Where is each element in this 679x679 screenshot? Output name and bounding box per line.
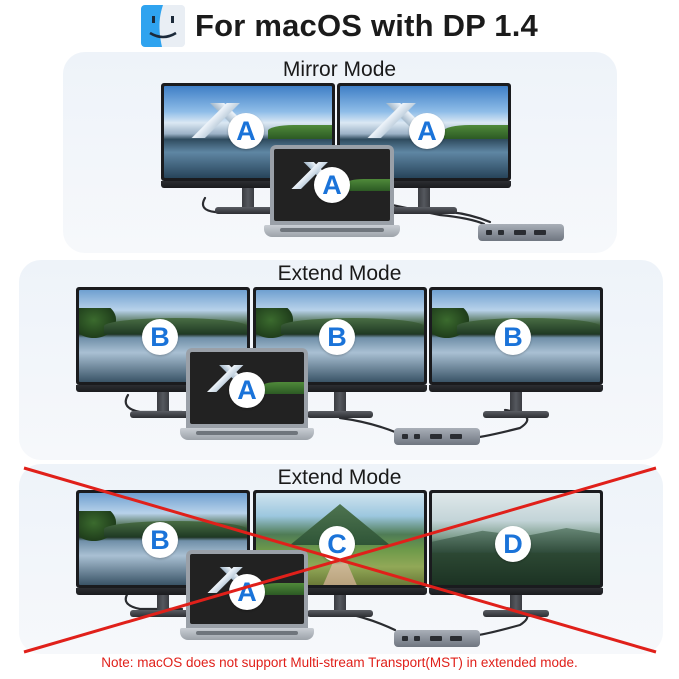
page-title: For macOS with DP 1.4 [194, 8, 538, 43]
panel-title: Mirror Mode [282, 58, 397, 81]
laptop: A [180, 348, 314, 446]
monitor-center: B [253, 287, 427, 420]
display-letter-badge: A [314, 167, 350, 203]
display-letter-badge: A [228, 113, 264, 149]
display-letter-badge: B [495, 319, 531, 355]
display-letter-badge: A [229, 372, 265, 408]
display-letter-badge: A [409, 113, 445, 149]
monitor-right: D [429, 490, 603, 618]
header: For macOS with DP 1.4 [0, 4, 679, 48]
footnote: Note: macOS does not support Multi-strea… [101, 655, 578, 670]
laptop: A [264, 145, 400, 243]
docking-station [478, 224, 564, 241]
finder-icon [140, 5, 185, 47]
display-letter-badge: B [142, 522, 178, 558]
display-letter-badge: B [142, 319, 178, 355]
screen-image [256, 290, 424, 382]
panel-title: Extend Mode [277, 262, 402, 285]
screen-image [432, 290, 600, 382]
monitor-right: B [429, 287, 603, 420]
docking-station [394, 630, 480, 647]
display-letter-badge: A [229, 574, 265, 610]
panel-title: Extend Mode [277, 466, 402, 489]
docking-station [394, 428, 480, 445]
display-letter-badge: D [495, 526, 531, 562]
monitor-right: A [337, 83, 511, 216]
laptop: A [180, 550, 314, 644]
display-letter-badge: C [319, 526, 355, 562]
display-letter-badge: B [319, 319, 355, 355]
monitor-left: A [161, 83, 335, 216]
